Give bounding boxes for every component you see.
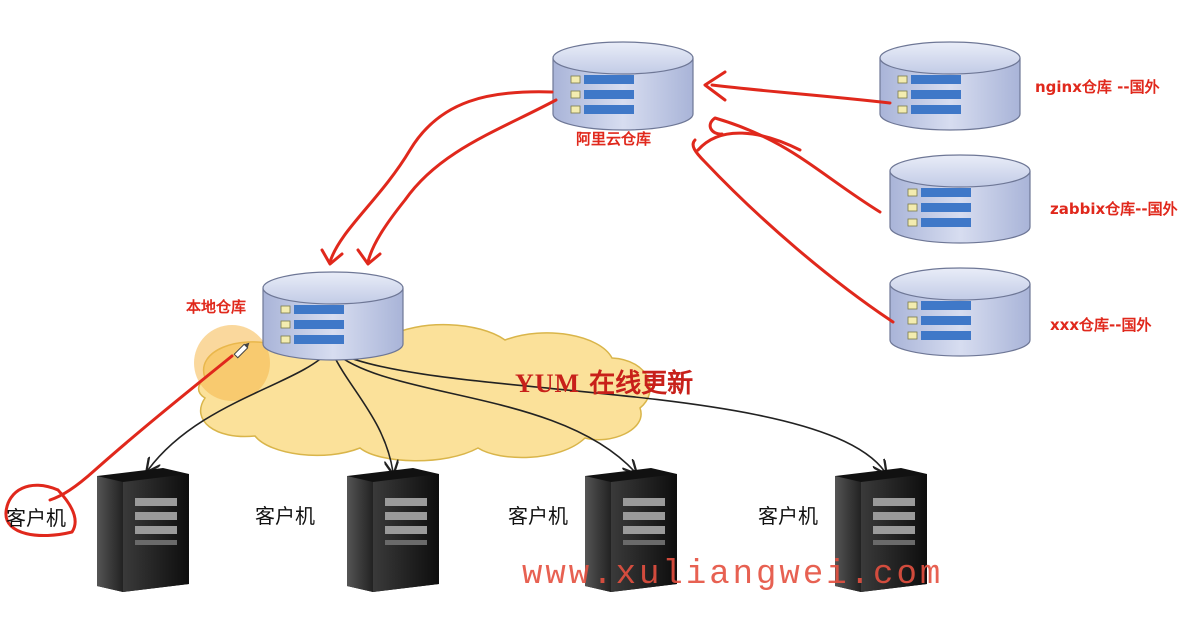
- client-label-4: 客户机: [758, 504, 818, 528]
- watermark: www.xuliangwei.com: [522, 556, 944, 594]
- local-repo-database-icon: [262, 271, 404, 361]
- client-server-icon-2: [347, 468, 439, 592]
- cursor-highlight: [194, 325, 270, 401]
- yum-update-label: YUM 在线更新: [515, 369, 694, 399]
- client-label-3: 客户机: [508, 504, 568, 528]
- nginx-repo-database-icon: [879, 41, 1021, 131]
- nginx-repo-label: nginx仓库 --国外: [1035, 78, 1160, 96]
- aliyun-repo-database-icon: [552, 41, 694, 131]
- client-label-1: 客户机: [6, 506, 66, 530]
- sync-annotations: [4, 70, 895, 538]
- xxx-repo-label: xxx仓库--国外: [1050, 316, 1152, 334]
- client-connections: [148, 349, 885, 472]
- aliyun-repo-label: 阿里云仓库: [576, 130, 652, 148]
- client-server-icon-1: [97, 468, 189, 592]
- yum-label: YUM: [515, 369, 581, 398]
- local-repo-label: 本地仓库: [186, 298, 247, 316]
- xxx-repo-database-icon: [889, 267, 1031, 357]
- zabbix-repo-label: zabbix仓库--国外: [1050, 200, 1178, 218]
- client-label-2: 客户机: [255, 504, 315, 528]
- online-update-label: 在线更新: [589, 369, 694, 399]
- zabbix-repo-database-icon: [889, 154, 1031, 244]
